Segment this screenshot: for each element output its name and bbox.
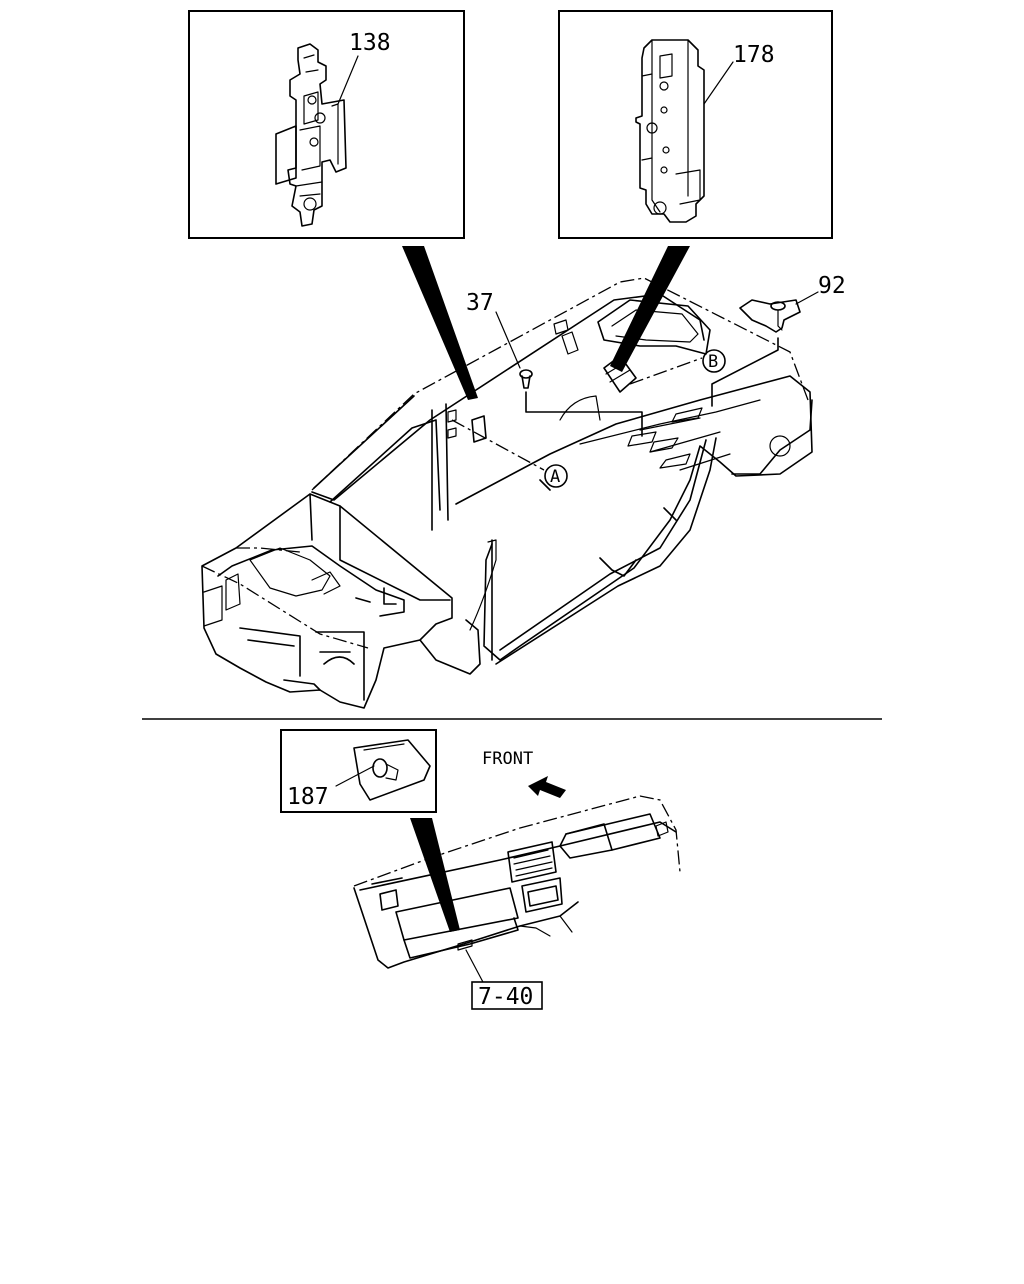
marker-a-circle [544,464,568,488]
callout-187: 187 [287,784,329,810]
leader-187 [335,765,375,787]
marker-a: A [550,467,560,487]
ref-7-40: 7-40 [478,984,533,1010]
dashboard-drawing [353,795,681,969]
ref-line-b [629,357,703,385]
leader-37 [495,311,521,369]
bolt-37-drawing [519,369,533,389]
clip-187-installed [457,939,473,951]
inset-187: 187 [280,729,437,813]
leader-92 [795,291,819,305]
inset-138: 138 [188,10,465,239]
pointer-wedge-178 [610,246,690,372]
clip-187-drawing [353,739,431,801]
front-label: FRONT [482,749,533,769]
roof-outline [311,277,809,491]
callout-178: 178 [733,42,775,68]
bracket-92-drawing [739,299,801,333]
inset-138-frame [188,10,465,239]
leader-178 [703,61,734,105]
pointer-wedge-187 [410,818,460,932]
inset-178-frame [558,10,833,239]
callout-138: 138 [349,30,391,56]
front-arrow-icon [528,776,566,798]
bracket-178-drawing [635,39,705,223]
leader-138 [337,55,359,105]
part-138-installed [471,415,487,443]
ref-7-40-box [471,981,543,1010]
callout-92: 92 [818,273,846,299]
callout-37: 37 [466,290,494,316]
leader-7-40 [465,949,485,985]
ref-line-a [451,419,545,471]
marker-b-circle [702,349,726,373]
part-178-installed [603,355,637,393]
line-37-to-floor [525,391,643,437]
bracket-138-drawing [275,43,347,227]
marker-b: B [708,352,718,372]
inset-178: 178 [558,10,833,239]
line-92-to-floor [711,337,779,407]
vehicle-body-drawing [201,277,813,709]
pointer-wedge-138 [402,246,478,400]
